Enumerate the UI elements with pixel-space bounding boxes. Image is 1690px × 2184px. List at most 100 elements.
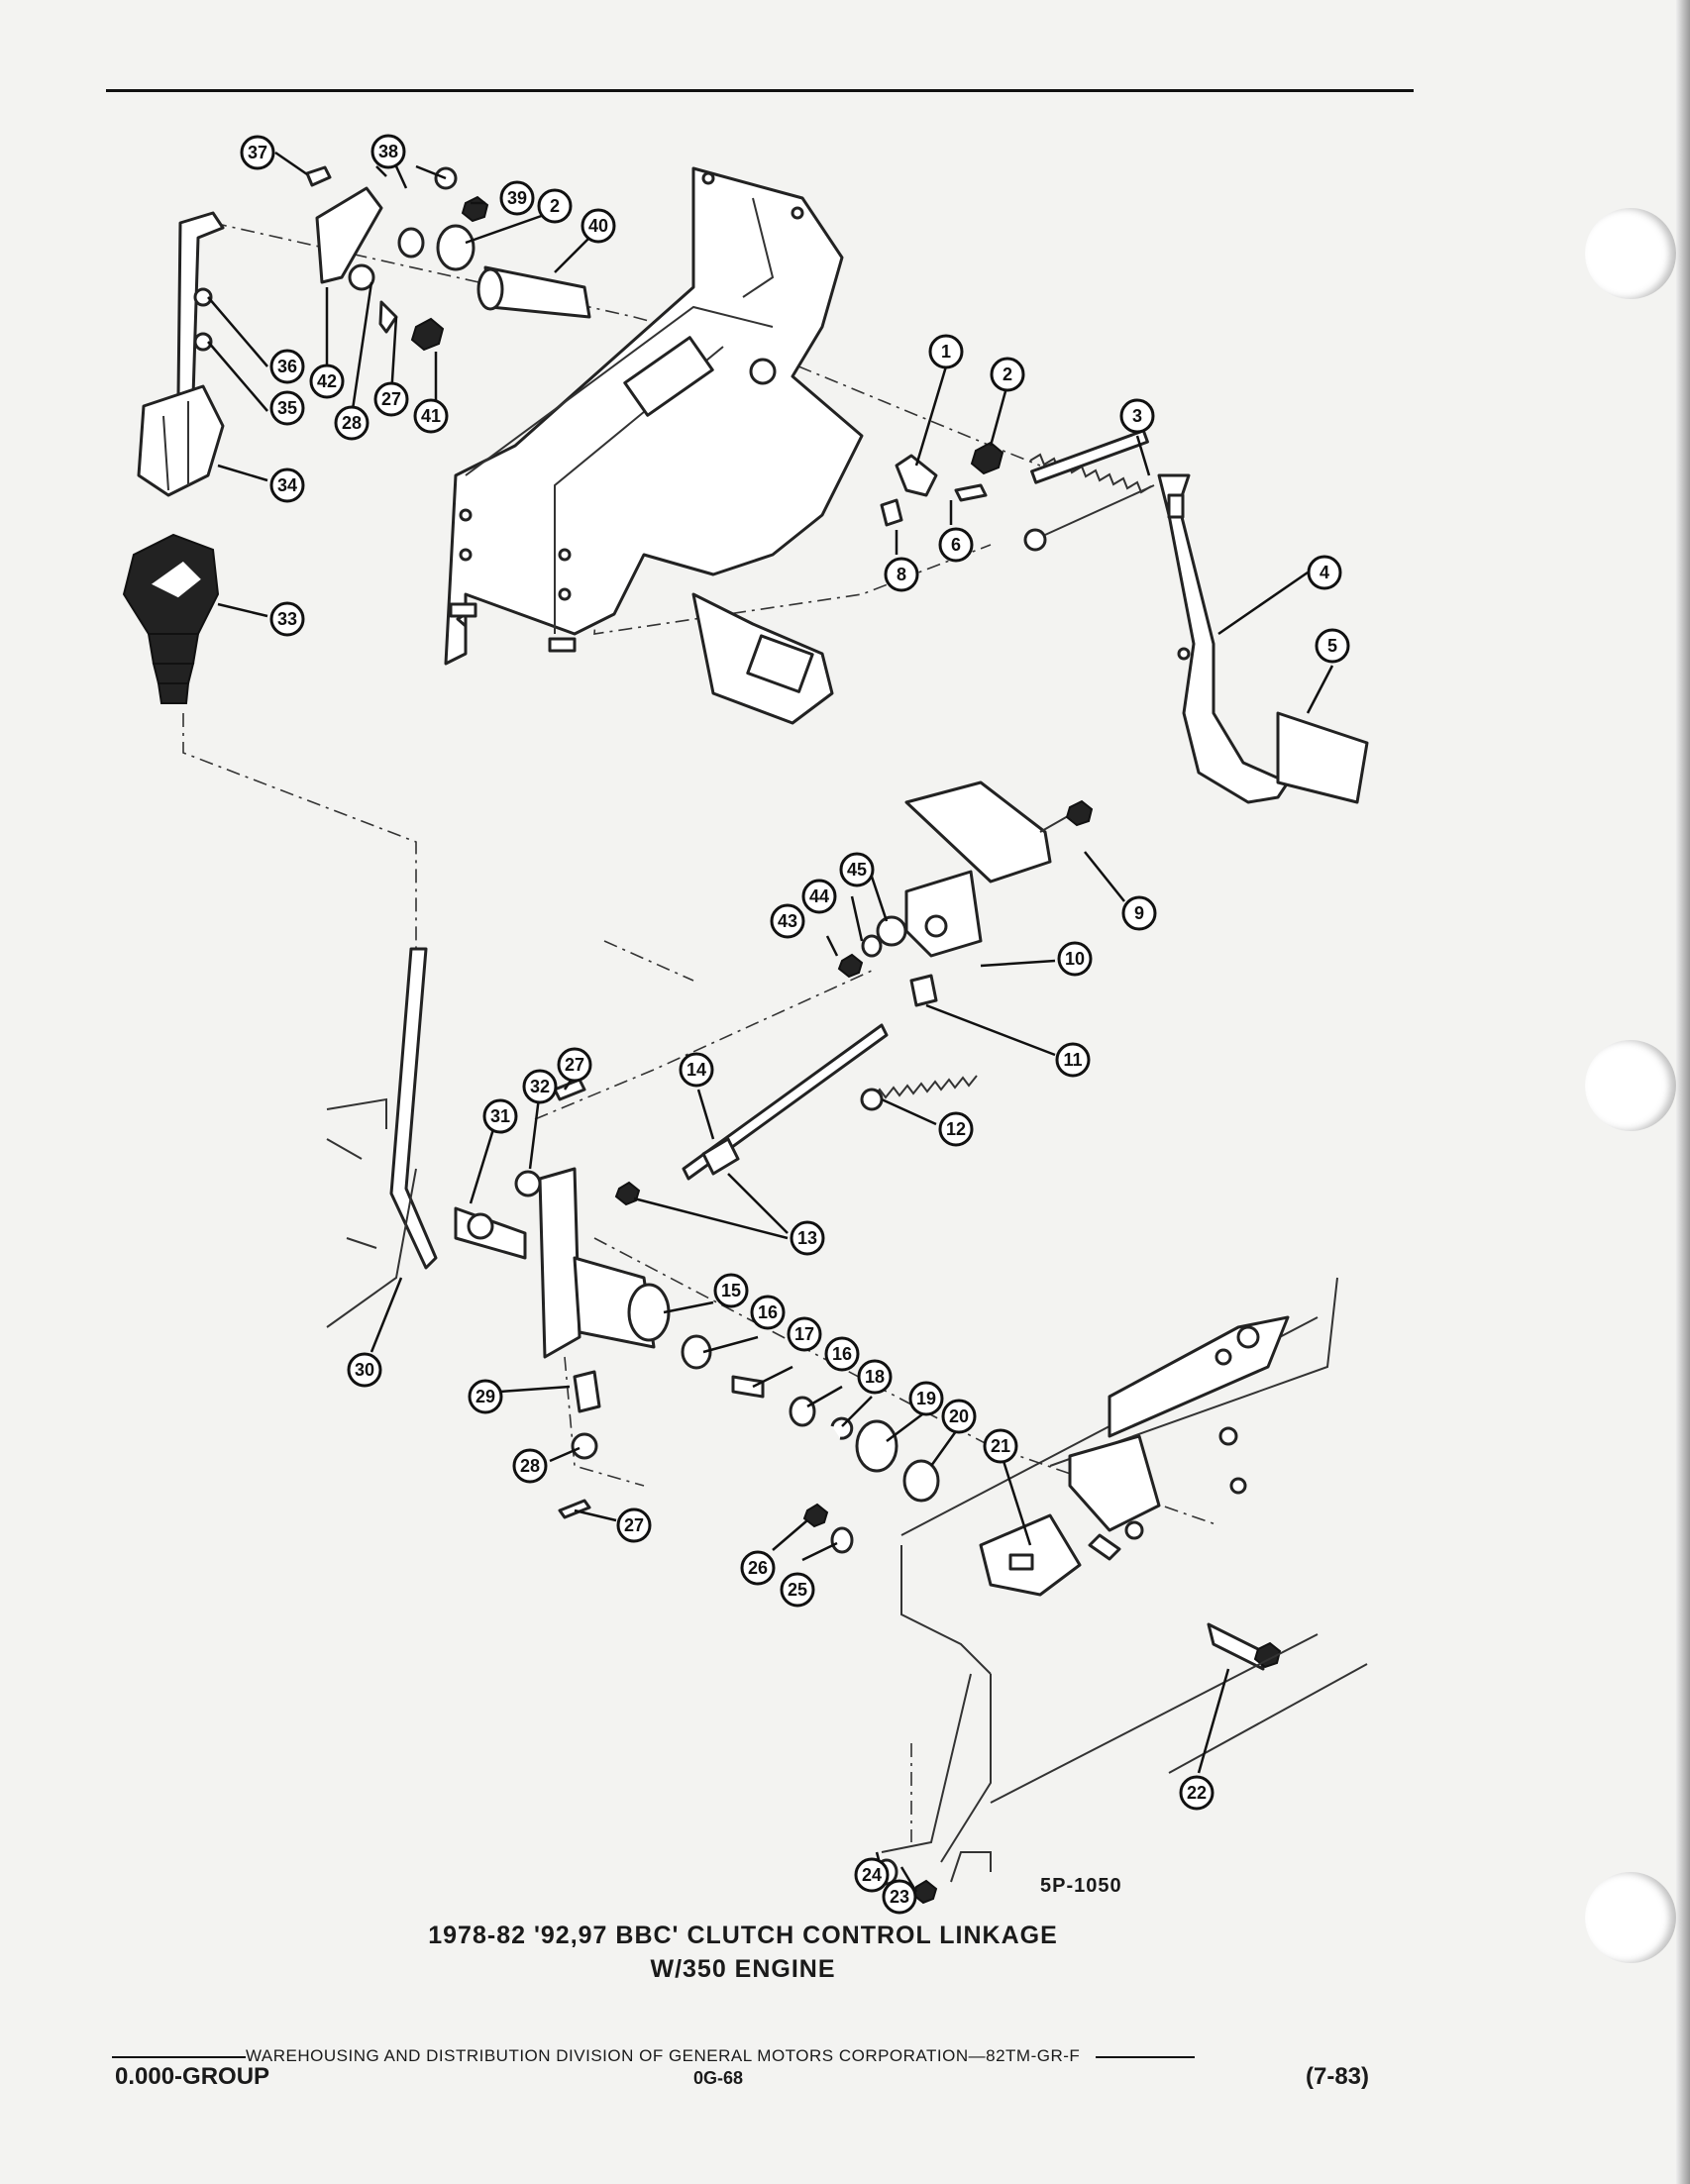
callout-13: 13 (790, 1220, 825, 1256)
callout-34: 34 (269, 468, 305, 503)
figure-caption-line1: 1978-82 '92,97 BBC' CLUTCH CONTROL LINKA… (428, 1922, 1058, 1949)
callout-5: 5 (1315, 628, 1350, 664)
svg-text:16: 16 (758, 1302, 778, 1322)
leader-lines (207, 151, 1334, 1893)
callout-21: 21 (983, 1428, 1018, 1464)
svg-text:15: 15 (721, 1281, 741, 1300)
svg-text:3: 3 (1132, 406, 1142, 426)
callout-41: 41 (413, 398, 449, 434)
callout-40: 40 (581, 208, 616, 244)
svg-text:41: 41 (421, 406, 441, 426)
svg-text:27: 27 (624, 1515, 644, 1535)
clutch-rod-boots (122, 384, 225, 704)
footer-division-text: WAREHOUSING AND DISTRIBUTION DIVISION OF… (246, 2046, 1081, 2065)
svg-text:35: 35 (277, 398, 297, 418)
svg-text:39: 39 (507, 188, 527, 208)
callout-4: 4 (1307, 555, 1342, 590)
footer-group: 0.000-GROUP (115, 2063, 270, 2090)
pedal-return-spring (1023, 429, 1155, 552)
upper-linkage-hardware (176, 165, 591, 398)
svg-text:2: 2 (1003, 364, 1012, 384)
svg-text:23: 23 (890, 1887, 909, 1907)
svg-text:45: 45 (847, 860, 867, 880)
callout-30: 30 (347, 1352, 382, 1388)
svg-text:12: 12 (946, 1119, 966, 1139)
callout-24: 24 (854, 1857, 890, 1893)
page-edge (1676, 0, 1690, 2184)
svg-text:2: 2 (550, 196, 560, 216)
footer-division: WAREHOUSING AND DISTRIBUTION DIVISION OF… (112, 2046, 1195, 2066)
svg-text:5: 5 (1327, 636, 1337, 656)
svg-text:20: 20 (949, 1406, 969, 1426)
callout-33: 33 (269, 601, 305, 637)
footer-rule-right (1095, 2055, 1195, 2058)
header-rule (106, 89, 1414, 92)
svg-text:18: 18 (865, 1367, 885, 1387)
callout-25: 25 (780, 1572, 815, 1608)
frame-bracket (881, 1277, 1368, 1883)
binder-hole-bottom (1585, 1872, 1676, 1963)
callout-36: 36 (269, 349, 305, 384)
svg-text:22: 22 (1187, 1783, 1207, 1803)
callout-38: 38 (370, 134, 406, 169)
callout-20: 20 (941, 1399, 977, 1434)
callout-15: 15 (713, 1273, 749, 1308)
callout-27-lower: 27 (616, 1508, 652, 1543)
svg-text:10: 10 (1065, 949, 1085, 969)
footer-date-code: (7-83) (1306, 2063, 1370, 2090)
svg-text:36: 36 (277, 357, 297, 376)
svg-text:40: 40 (588, 216, 608, 236)
svg-text:32: 32 (530, 1077, 550, 1096)
lower-clutch-rod (389, 947, 438, 1270)
svg-text:13: 13 (797, 1228, 817, 1248)
binder-hole-top (1585, 208, 1676, 299)
binder-hole-middle (1585, 1040, 1676, 1131)
engine-outline (326, 1097, 417, 1328)
callout-45: 45 (839, 852, 875, 887)
callout-27-mid: 27 (557, 1047, 592, 1083)
callout-12: 12 (938, 1111, 974, 1147)
footer-page-number: 0G-68 (693, 2068, 744, 2088)
callout-35: 35 (269, 390, 305, 426)
callout-2-upper: 2 (537, 188, 573, 224)
callout-43: 43 (770, 903, 805, 939)
callout-39: 39 (499, 180, 535, 216)
figure-code: 5P-1050 (1040, 1875, 1122, 1897)
svg-text:8: 8 (897, 565, 906, 584)
pedal-support-bracket (444, 166, 864, 725)
svg-text:17: 17 (794, 1324, 814, 1344)
svg-text:33: 33 (277, 609, 297, 629)
cross-shaft-assembly (454, 1078, 940, 1503)
svg-text:21: 21 (991, 1436, 1010, 1456)
svg-text:11: 11 (1063, 1050, 1082, 1070)
svg-text:27: 27 (565, 1055, 584, 1075)
clutch-pedal (1157, 473, 1369, 804)
callout-bubbles: 37 38 39 2 40 36 42 27 41 35 28 34 33 1 … (240, 134, 1350, 1915)
svg-text:42: 42 (317, 371, 337, 391)
callout-29: 29 (468, 1379, 503, 1414)
adjusting-rod-and-spring (614, 1023, 978, 1206)
svg-text:37: 37 (248, 143, 267, 162)
callout-31: 31 (482, 1098, 518, 1134)
callout-22: 22 (1179, 1775, 1215, 1811)
callout-27-upper: 27 (373, 381, 409, 417)
callout-28-upper: 28 (334, 405, 370, 441)
callout-16-a: 16 (750, 1295, 786, 1330)
svg-text:29: 29 (475, 1387, 495, 1406)
callout-28-lower: 28 (512, 1448, 548, 1484)
callout-8: 8 (884, 557, 919, 592)
callout-1: 1 (928, 334, 964, 369)
lower-hardware (558, 1370, 1282, 1905)
callout-3: 3 (1119, 398, 1155, 434)
callout-11: 11 (1055, 1042, 1091, 1078)
svg-text:14: 14 (687, 1060, 706, 1080)
callout-9: 9 (1121, 895, 1157, 931)
svg-text:19: 19 (916, 1389, 936, 1408)
svg-text:44: 44 (809, 886, 829, 906)
callout-19: 19 (908, 1381, 944, 1416)
mid-bracket-hardware (837, 780, 1094, 1007)
callout-6: 6 (938, 527, 974, 563)
callout-42: 42 (309, 364, 345, 399)
